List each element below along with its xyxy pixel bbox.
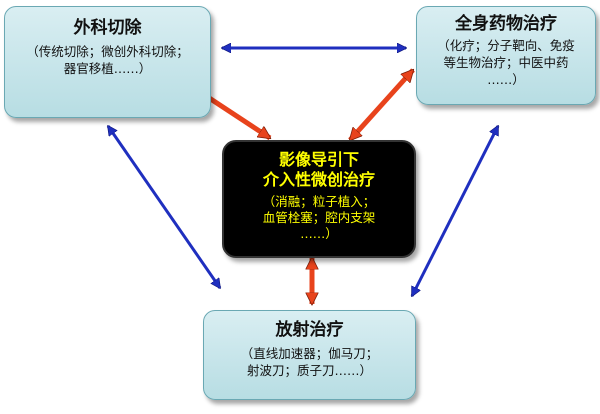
node-interventional-desc-line: （消融；粒子植入；	[262, 194, 376, 209]
node-surgery: 外科切除 （传统切除；微创外科切除； 器官移植……）	[4, 6, 211, 118]
node-interventional-desc-line: 血管栓塞；腔内支架	[262, 210, 376, 225]
node-systemic-desc-line: 等生物治疗；中医中药	[443, 55, 569, 70]
node-systemic-desc: （化疗；分子靶向、免疫 等生物治疗；中医中药 ……）	[417, 37, 595, 88]
arrow-systemic-radiotherapy	[410, 126, 500, 296]
node-radiotherapy: 放射治疗 （直线加速器；伽马刀； 射波刀；质子刀……）	[203, 310, 416, 400]
node-interventional-title: 影像导引下 介入性微创治疗	[224, 150, 414, 190]
node-interventional: 影像导引下 介入性微创治疗 （消融；粒子植入； 血管栓塞；腔内支架 ……）	[222, 140, 416, 258]
node-systemic-title: 全身药物治疗	[455, 14, 557, 34]
node-surgery-desc: （传统切除；微创外科切除； 器官移植……）	[5, 43, 210, 77]
node-surgery-title: 外科切除	[73, 18, 142, 38]
node-systemic-desc-line: （化疗；分子靶向、免疫	[437, 38, 575, 53]
node-surgery-desc-line: （传统切除；微创外科切除；	[26, 44, 189, 59]
node-radiotherapy-desc: （直线加速器；伽马刀； 射波刀；质子刀……）	[204, 345, 415, 379]
node-radiotherapy-desc-line: 射波刀；质子刀……）	[246, 363, 372, 378]
node-systemic-desc-line: ……）	[487, 72, 525, 87]
node-systemic: 全身药物治疗 （化疗；分子靶向、免疫 等生物治疗；中医中药 ……）	[416, 6, 596, 105]
node-interventional-desc-line: ……）	[300, 226, 338, 241]
node-interventional-title-line: 介入性微创治疗	[262, 170, 375, 189]
node-interventional-title-line: 影像导引下	[278, 150, 359, 169]
arrow-systemic-interventional	[348, 68, 415, 142]
node-interventional-desc: （消融；粒子植入； 血管栓塞；腔内支架 ……）	[224, 194, 414, 242]
node-surgery-desc-line: 器官移植……）	[63, 61, 152, 76]
node-radiotherapy-title: 放射治疗	[275, 320, 344, 340]
node-radiotherapy-desc-line: （直线加速器；伽马刀；	[240, 346, 379, 361]
arrow-surgery-radiotherapy	[106, 126, 222, 288]
